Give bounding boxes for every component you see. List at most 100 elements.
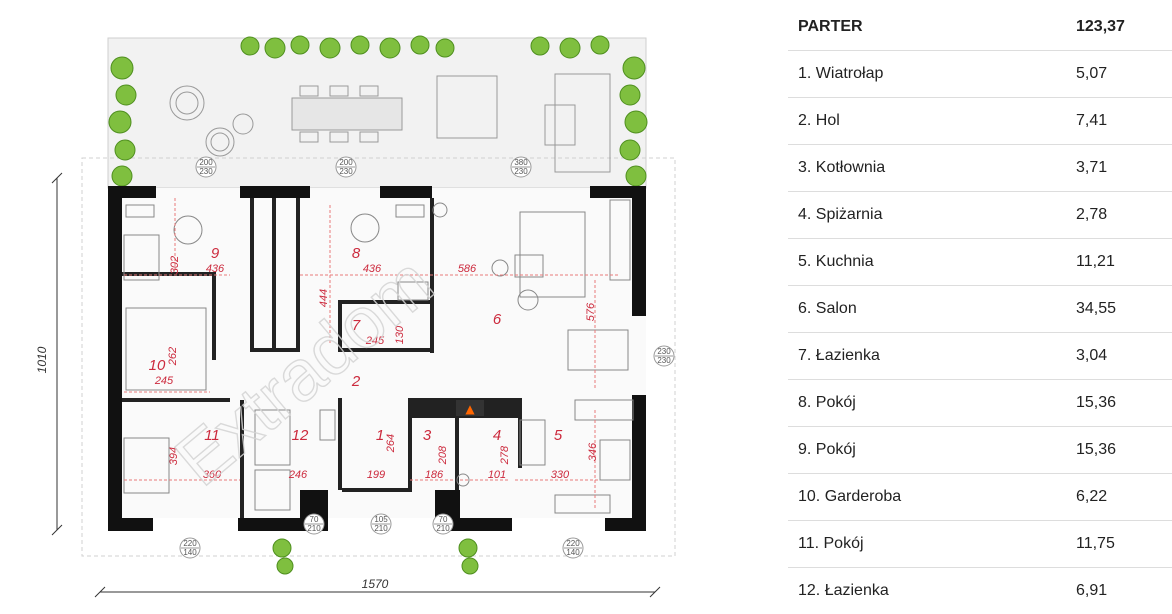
window-marker: 230 230 xyxy=(653,345,675,367)
room-10-height: 262 xyxy=(167,347,179,366)
room-area: 15,36 xyxy=(1076,394,1117,411)
table-row: 8. Pokój 15,36 xyxy=(788,380,1172,427)
svg-text:140: 140 xyxy=(183,548,197,557)
table-row: 6. Salon 34,55 xyxy=(788,286,1172,333)
room-7-number: 7 xyxy=(352,317,361,334)
room-1-number: 1 xyxy=(376,427,384,444)
svg-text:210: 210 xyxy=(374,524,388,533)
room-10-number: 10 xyxy=(149,357,166,374)
svg-text:210: 210 xyxy=(436,524,450,533)
room-9-width: 436 xyxy=(206,263,225,275)
room-3-height: 208 xyxy=(437,445,449,465)
header-name: PARTER xyxy=(798,18,863,35)
room-area: 15,36 xyxy=(1076,441,1117,458)
interior-walls xyxy=(122,198,522,518)
room-area: 6,91 xyxy=(1076,582,1108,599)
room-4-number: 4 xyxy=(493,427,501,444)
room-area: 11,75 xyxy=(1076,535,1115,552)
svg-text:70: 70 xyxy=(439,515,448,524)
room-name: 4. Spiżarnia xyxy=(798,206,883,223)
window-marker: 105 210 xyxy=(370,513,392,535)
table-row: 10. Garderoba 6,22 xyxy=(788,474,1172,521)
room-area: 2,78 xyxy=(1076,206,1108,223)
house-floor xyxy=(108,188,646,518)
overall-width-label: 1570 xyxy=(362,577,389,591)
room-5-width: 330 xyxy=(551,469,570,481)
terrace-furniture xyxy=(169,73,611,173)
svg-text:230: 230 xyxy=(339,167,353,176)
room-area: 11,21 xyxy=(1076,253,1115,270)
room-6-width: 586 xyxy=(458,263,477,275)
room-5-height: 346 xyxy=(587,442,599,461)
svg-text:140: 140 xyxy=(566,548,580,557)
room-name: 8. Pokój xyxy=(798,394,856,411)
table-row: 4. Spiżarnia 2,78 xyxy=(788,192,1172,239)
svg-text:220: 220 xyxy=(183,539,197,548)
window-marker: 380 230 xyxy=(510,156,532,178)
room-area: 34,55 xyxy=(1076,300,1117,317)
table-row: 12. Łazienka 6,91 xyxy=(788,568,1172,614)
svg-text:210: 210 xyxy=(307,524,321,533)
room-area: 3,04 xyxy=(1076,347,1108,364)
room-12-number: 12 xyxy=(292,427,309,444)
room-area: 5,07 xyxy=(1076,65,1108,82)
room-3-number: 3 xyxy=(423,427,432,444)
room-10-width: 245 xyxy=(154,375,174,387)
room-7-height: 130 xyxy=(394,325,406,344)
table-header: PARTER 123,37 xyxy=(788,4,1172,51)
exterior-walls xyxy=(108,186,646,531)
overall-dimensions xyxy=(51,172,661,598)
plot-outline xyxy=(81,157,676,557)
dimension-lines xyxy=(124,198,620,510)
room-area: 6,22 xyxy=(1076,488,1108,505)
room-8-number: 8 xyxy=(352,245,361,262)
room-9-height: 302 xyxy=(169,256,181,274)
floor-plan: ▲ xyxy=(35,35,676,598)
room-2-number: 2 xyxy=(351,373,361,390)
room-6-number: 6 xyxy=(493,311,502,328)
svg-text:230: 230 xyxy=(657,347,671,356)
fireplace: ▲ xyxy=(456,400,484,416)
table-row: 7. Łazienka 3,04 xyxy=(788,333,1172,380)
room-labels: 9 436 302 8 436 444 6 586 576 7 245 130 … xyxy=(149,245,599,481)
window-markers: 200 230 200 230 380 230 230 230 220 140 … xyxy=(179,156,675,559)
room-6-height: 576 xyxy=(585,302,597,321)
svg-text:200: 200 xyxy=(199,158,213,167)
svg-text:380: 380 xyxy=(514,158,528,167)
interior-furniture xyxy=(123,199,634,514)
svg-text:▲: ▲ xyxy=(465,402,475,416)
window-marker: 220 140 xyxy=(562,537,584,559)
svg-text:230: 230 xyxy=(199,167,213,176)
room-name: 7. Łazienka xyxy=(798,347,880,364)
shrubs xyxy=(108,35,648,575)
room-name: 6. Salon xyxy=(798,300,857,317)
room-area: 7,41 xyxy=(1076,112,1108,129)
svg-text:230: 230 xyxy=(657,356,671,365)
svg-text:230: 230 xyxy=(514,167,528,176)
room-name: 5. Kuchnia xyxy=(798,253,874,270)
room-9-number: 9 xyxy=(211,245,220,262)
room-name: 10. Garderoba xyxy=(798,488,902,505)
room-name: 3. Kotłownia xyxy=(798,159,886,176)
room-4-width: 101 xyxy=(488,469,506,481)
room-11-number: 11 xyxy=(204,427,220,444)
svg-text:105: 105 xyxy=(374,515,388,524)
room-3-width: 186 xyxy=(425,469,444,481)
svg-text:200: 200 xyxy=(339,158,353,167)
room-name: 12. Łazienka xyxy=(798,582,889,599)
room-4-height: 278 xyxy=(499,445,511,465)
overall-height-label: 1010 xyxy=(35,346,49,373)
room-1-width: 199 xyxy=(367,469,385,481)
room-name: 2. Hol xyxy=(798,112,840,129)
room-area: 3,71 xyxy=(1076,159,1108,176)
room-5-number: 5 xyxy=(554,427,563,444)
table-row: 2. Hol 7,41 xyxy=(788,98,1172,145)
svg-text:220: 220 xyxy=(566,539,580,548)
room-8-width: 436 xyxy=(363,263,382,275)
header-value: 123,37 xyxy=(1076,18,1125,35)
room-8-height: 444 xyxy=(318,289,330,307)
